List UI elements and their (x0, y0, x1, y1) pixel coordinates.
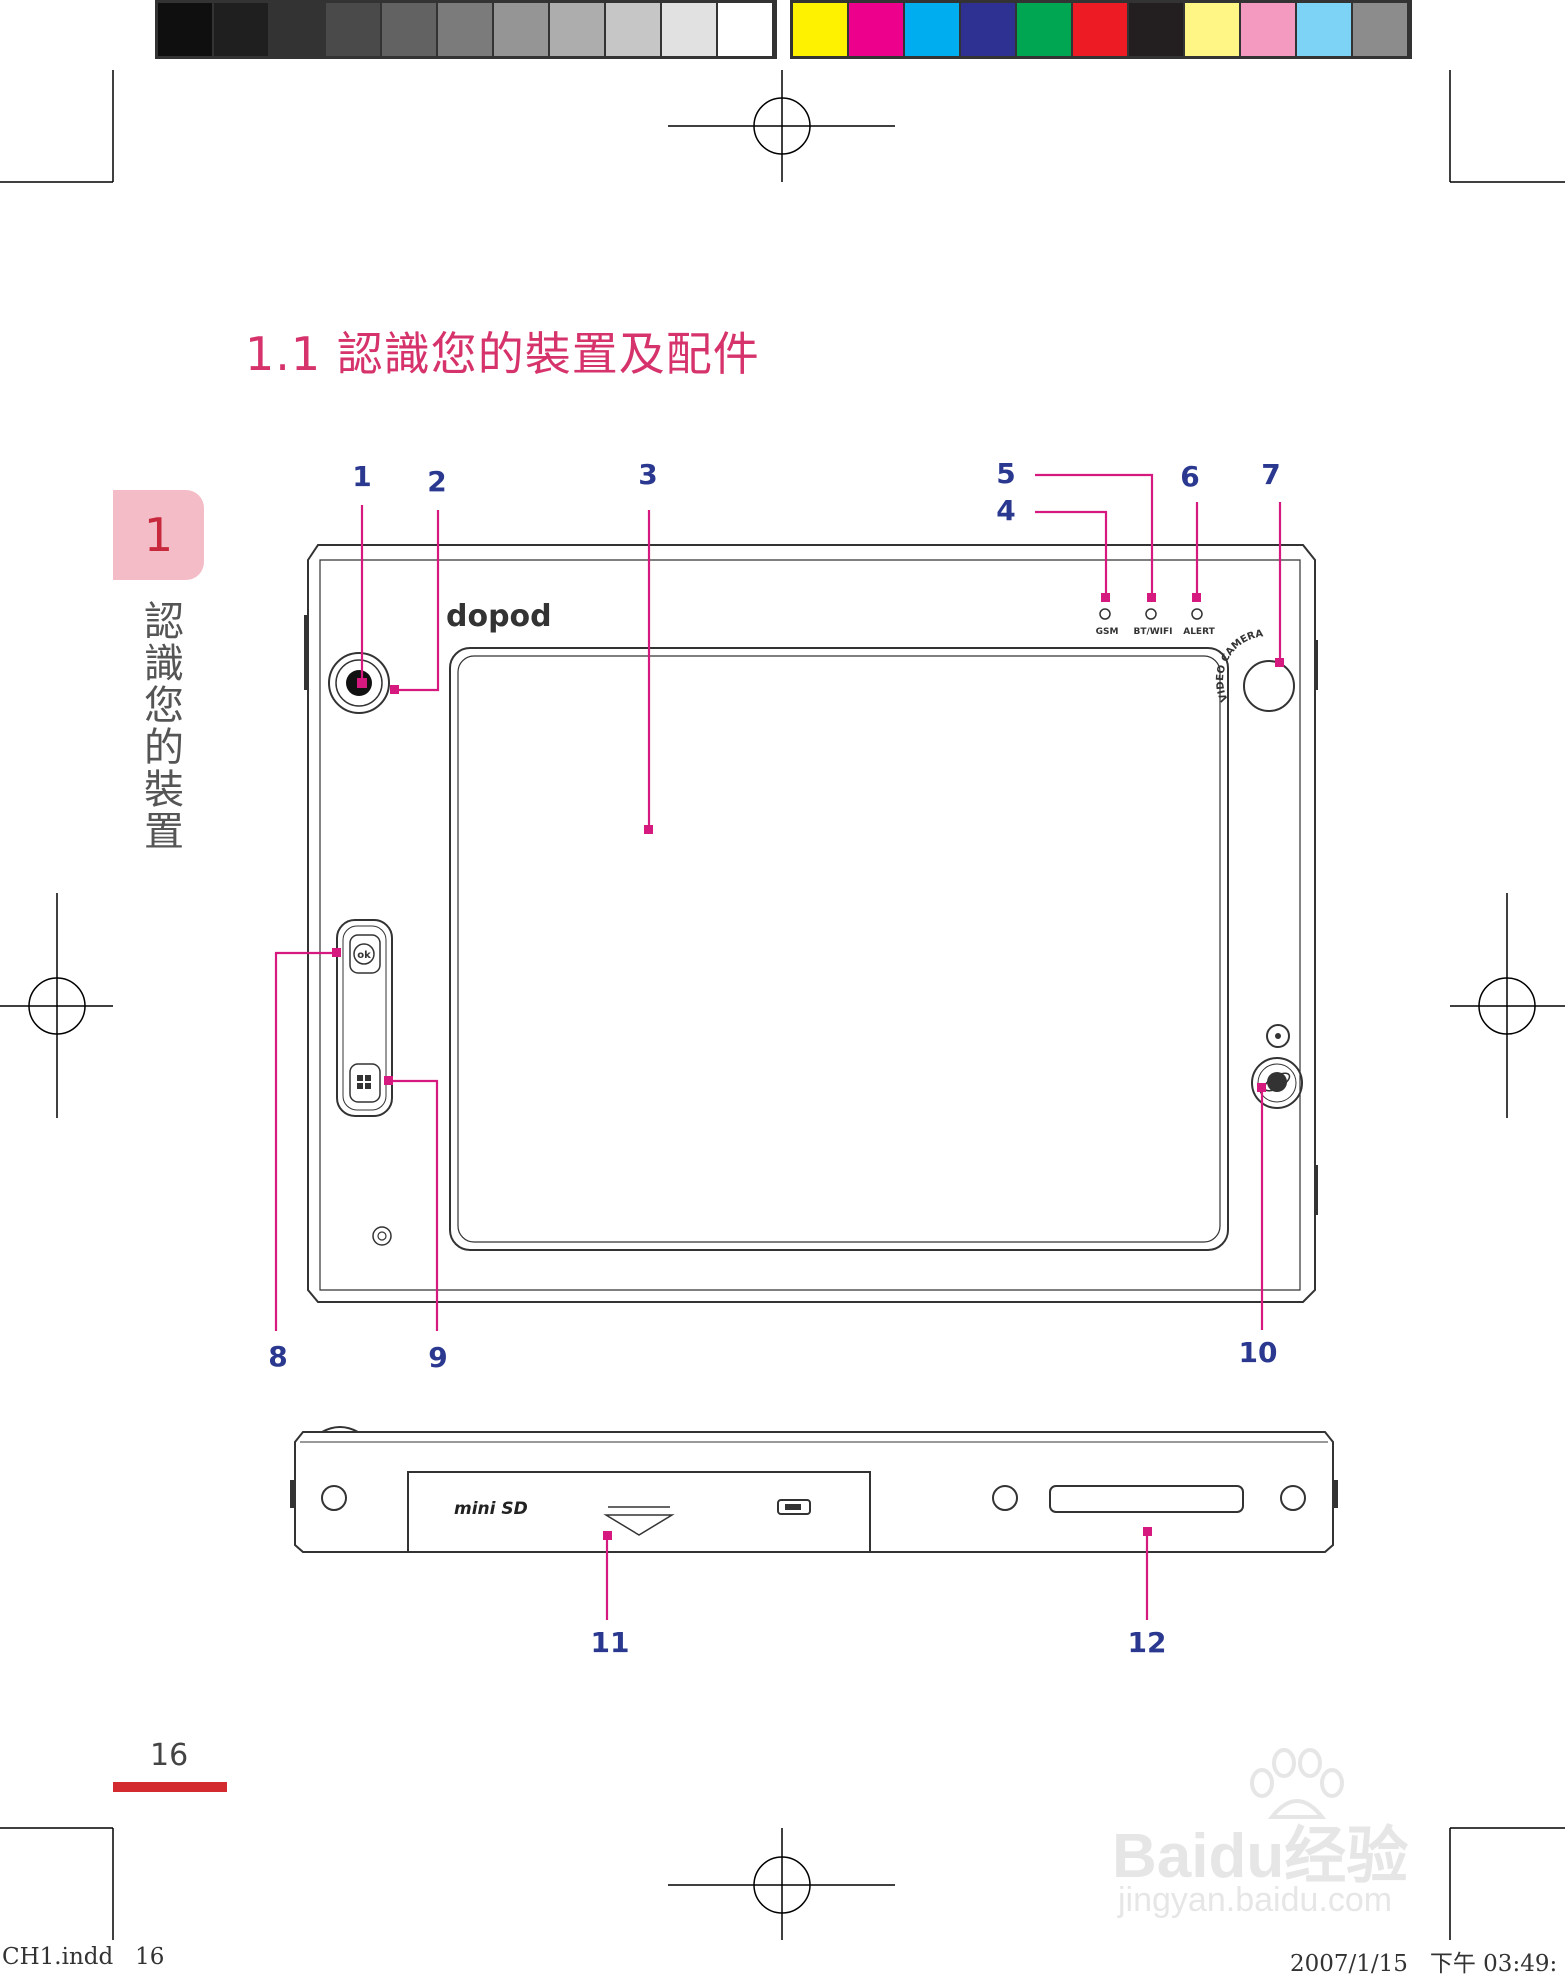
gray-bar-swatch (550, 3, 604, 56)
registration-mark-right (1450, 893, 1565, 1118)
led-label-gsm: GSM (1096, 627, 1119, 637)
ok-icon (353, 943, 375, 965)
btwifi-led-icon (1145, 608, 1157, 620)
callout-6: 6 (1180, 460, 1200, 493)
watermark-logo: Baidu经验 (1112, 1822, 1409, 1891)
svg-text:ok: ok (357, 950, 371, 961)
windows-logo-icon (357, 1075, 371, 1089)
led-label-alert: ALERT (1183, 627, 1215, 637)
callout-7: 7 (1261, 458, 1281, 491)
gray-bar-swatch (718, 3, 772, 56)
brand-logo: dopod (446, 599, 552, 634)
callout-1: 1 (352, 460, 372, 493)
windows-start-button (349, 1063, 381, 1103)
video-camera-label: VIDEO CAMERA (1215, 628, 1264, 703)
device-front-view (304, 544, 1318, 1303)
chapter-tab: 1 (113, 490, 204, 580)
slug-file: CH1.indd 16 (2, 1944, 165, 1970)
color-calibration-bar (790, 0, 1412, 59)
registration-mark-left (0, 893, 113, 1118)
slug-timestamp: 2007/1/15 下午 03:49: (1290, 1951, 1558, 1977)
left-button-panel: ok (336, 919, 393, 1117)
gray-calibration-bar (155, 0, 777, 59)
watermark-url: jingyan.baidu.com (1118, 1881, 1393, 1919)
callout-9: 9 (428, 1341, 448, 1374)
color-bar-swatch (1073, 3, 1127, 56)
color-bar-swatch (1017, 3, 1071, 56)
callout-8: 8 (268, 1340, 288, 1373)
color-bar-swatch (1297, 3, 1351, 56)
gray-bar-swatch (326, 3, 380, 56)
gray-bar-swatch (158, 3, 212, 56)
color-bar-swatch (905, 3, 959, 56)
minisd-label: mini SD (454, 1499, 528, 1519)
gray-bar-swatch (662, 3, 716, 56)
registration-mark-top (668, 70, 895, 182)
leader-markers (332, 593, 1284, 1540)
color-bar-swatch (1129, 3, 1183, 56)
alert-led-icon (1191, 608, 1203, 620)
led-indicators: GSM BT/WIFI ALERT (1096, 608, 1216, 637)
color-bar-swatch (793, 3, 847, 56)
color-bar-swatch (1185, 3, 1239, 56)
gray-bar-swatch (214, 3, 268, 56)
paw-logo-icon (1250, 1748, 1344, 1819)
gray-bar-swatch (270, 3, 324, 56)
gray-bar-swatch (494, 3, 548, 56)
speaker-dot (372, 1226, 392, 1246)
device-bottom-view (290, 1426, 1338, 1553)
color-bar-swatch (1353, 3, 1407, 56)
gsm-led-icon (1099, 608, 1111, 620)
callout-10: 10 (1238, 1336, 1278, 1369)
callout-2: 2 (427, 465, 447, 498)
page-number: 16 (150, 1738, 189, 1773)
gray-bar-swatch (606, 3, 660, 56)
callout-5: 5 (996, 457, 1016, 490)
page-number-bar (113, 1782, 227, 1792)
gray-bar-swatch (382, 3, 436, 56)
color-bar-swatch (961, 3, 1015, 56)
callout-11: 11 (590, 1626, 630, 1659)
page-title: 1.1 認識您的裝置及配件 (245, 327, 760, 381)
callout-4: 4 (996, 494, 1016, 527)
internet-explorer-icon (1267, 1072, 1287, 1092)
callout-12: 12 (1127, 1626, 1167, 1659)
callout-3: 3 (638, 458, 658, 491)
color-bar-swatch (1241, 3, 1295, 56)
crop-marks (0, 70, 1565, 1940)
chapter-title: 認識您的裝置 (137, 600, 183, 852)
power-indicator-icon (1266, 1024, 1290, 1048)
registration-mark-bottom (668, 1828, 895, 1940)
baidu-watermark: Baidu经验 jingyan.baidu.com (1112, 1745, 1472, 1919)
color-bar-swatch (849, 3, 903, 56)
ok-button (349, 934, 381, 974)
leader-lines (274, 473, 1282, 1620)
led-label-btwifi: BT/WIFI (1133, 627, 1172, 637)
gray-bar-swatch (438, 3, 492, 56)
internet-explorer-button (1251, 1057, 1303, 1109)
